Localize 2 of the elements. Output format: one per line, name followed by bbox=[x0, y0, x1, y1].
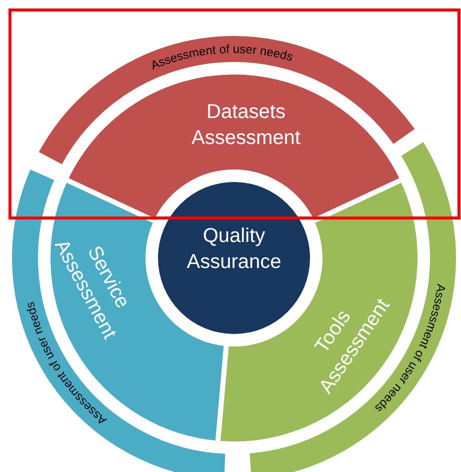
segment-label: Datasets Assessment bbox=[192, 101, 300, 149]
segment-label: Quality Assurance bbox=[186, 225, 282, 273]
